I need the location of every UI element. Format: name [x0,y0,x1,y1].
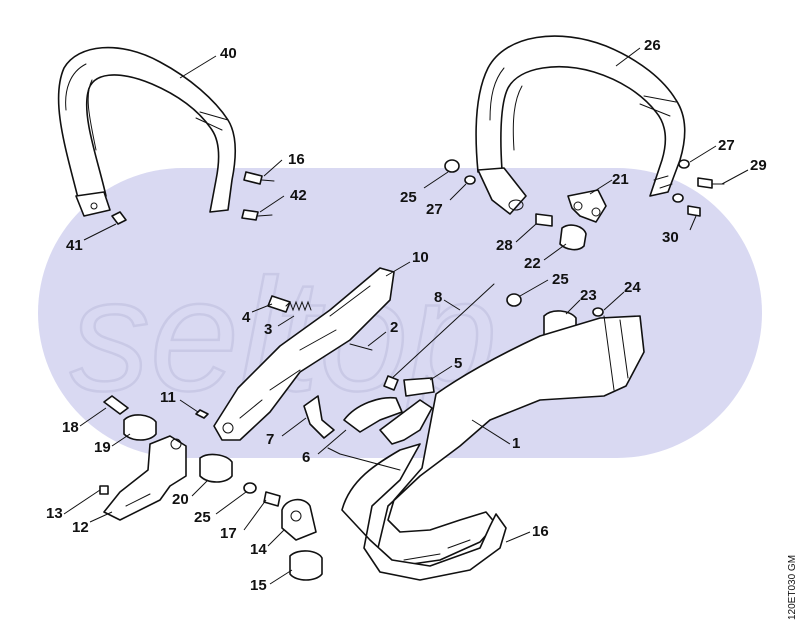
leader-lines [63,47,749,585]
callout-labels: 40 26 16 42 41 27 29 25 27 21 30 28 22 1… [46,37,767,594]
callout-2: 2 [390,319,398,336]
callout-13: 13 [46,505,63,522]
callout-20: 20 [172,491,189,508]
watermark-text: seltop [70,245,497,424]
lower-left-hardware [99,395,323,581]
callout-30: 30 [662,229,679,246]
callout-27-right: 27 [718,137,735,154]
callout-16-lower: 16 [532,523,549,540]
callout-42: 42 [290,187,307,204]
callout-1: 1 [512,435,520,452]
callout-3: 3 [264,321,272,338]
rear-handle-part-1 [327,315,645,581]
callout-27-left: 27 [426,201,443,218]
callout-25-mid: 25 [552,271,569,288]
levers-part-5-6-7 [303,377,435,445]
callout-28: 28 [496,237,513,254]
callout-4: 4 [242,309,251,326]
callout-21: 21 [612,171,629,188]
handlebar-part-40 [57,46,237,217]
callout-11: 11 [160,389,176,406]
callout-14: 14 [250,541,267,558]
callout-19: 19 [94,439,111,456]
spring-pins [267,283,495,391]
callout-17: 17 [220,525,237,542]
callout-5: 5 [454,355,462,372]
callout-22: 22 [524,255,541,272]
callout-26: 26 [644,37,661,54]
callout-16-upper: 16 [288,151,305,168]
callout-41: 41 [66,237,83,254]
callout-29: 29 [750,157,767,174]
callout-25-top: 25 [400,189,417,206]
callout-40: 40 [220,45,237,62]
handlebar-part-26 [475,35,686,215]
drawing-code: 120ET030 GM [787,555,798,620]
callout-7: 7 [266,431,274,448]
callout-25-low: 25 [194,509,211,526]
callout-15: 15 [250,577,267,594]
handle-half-part-10 [213,267,395,441]
screws-top [111,159,725,343]
callout-10: 10 [412,249,429,266]
callout-18: 18 [62,419,79,436]
callout-24: 24 [624,279,641,296]
callout-8: 8 [434,289,442,306]
callout-12: 12 [72,519,89,536]
callout-6: 6 [302,449,310,466]
callout-23: 23 [580,287,597,304]
